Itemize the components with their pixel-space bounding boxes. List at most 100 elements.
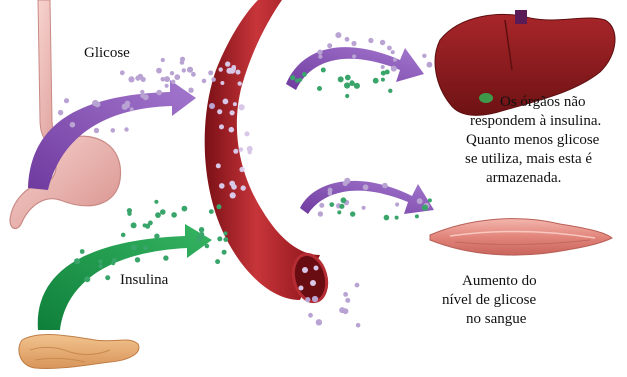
insulin-particle	[182, 206, 188, 212]
glucose-particle	[219, 183, 225, 189]
organs-note-line: armazenada.	[486, 169, 627, 188]
insulin-particle	[415, 214, 419, 218]
glucose-particle	[305, 297, 310, 302]
insulin-particle	[428, 198, 432, 202]
insulin-particle	[339, 204, 344, 209]
blood-glucose-note: Aumento do nível de glicose no sangue	[440, 272, 580, 329]
glucose-particle	[239, 167, 244, 172]
insulin-particle	[345, 75, 351, 81]
glucose-particle	[161, 58, 165, 62]
glucose-particle	[236, 70, 241, 75]
glucose-particle	[187, 67, 193, 73]
insulin-label: Insulina	[120, 271, 168, 290]
glucose-particle	[58, 110, 63, 115]
glucose-particle	[143, 94, 149, 100]
insulin-particle	[223, 237, 228, 242]
glucose-particle	[345, 37, 350, 42]
glucose-particle	[130, 107, 134, 111]
insulin-particle	[74, 258, 80, 264]
glucose-particle	[422, 54, 426, 58]
insulin-particle	[302, 72, 307, 77]
insulin-particle	[385, 70, 390, 75]
glucose-particle	[156, 90, 162, 96]
glucose-particle	[351, 41, 356, 46]
glucose-particle	[248, 150, 252, 154]
glucose-particle	[241, 185, 246, 190]
glucose-particle	[111, 128, 116, 133]
glucose-particle	[124, 104, 128, 108]
glucose-particle	[391, 50, 395, 54]
glucose-particle	[64, 98, 69, 103]
insulin-particle	[345, 94, 349, 98]
glucose-particle	[317, 50, 322, 55]
insulin-particle	[395, 216, 399, 220]
glucose-particle	[381, 65, 385, 69]
glucose-particle	[208, 70, 213, 75]
insulin-particle	[105, 275, 110, 280]
glucose-particle	[417, 198, 423, 204]
insulin-particle	[321, 68, 326, 73]
insulin-particle	[224, 231, 228, 235]
glucose-particle	[171, 80, 175, 84]
insulin-particle	[290, 75, 295, 80]
blood-note-line: nível de glicose	[442, 291, 582, 310]
glucose-particle	[217, 109, 222, 114]
glucose-particle	[335, 32, 341, 38]
insulin-particle	[143, 246, 148, 251]
insulin-particle	[373, 78, 379, 84]
glucose-particle	[362, 206, 366, 210]
insulin-particle	[215, 259, 220, 264]
insulin-particle	[384, 215, 390, 221]
insulin-particle	[131, 244, 137, 250]
glucose-particle	[344, 178, 350, 184]
glucose-particle	[120, 70, 125, 75]
glucose-particle	[229, 127, 235, 133]
glucose-particle	[128, 76, 134, 82]
glucose-particle	[94, 128, 99, 133]
organs-note-line: Os órgãos não	[470, 93, 625, 112]
insulin-particle	[143, 223, 147, 227]
glucose-particle	[393, 58, 397, 62]
insulin-particle	[84, 276, 90, 282]
glucose-particle	[202, 79, 207, 84]
glucose-particle	[355, 283, 360, 288]
blood-note-line: no sangue	[466, 310, 606, 329]
insulin-particle	[171, 212, 177, 218]
insulin-particle	[127, 212, 131, 216]
glucose-particle	[182, 68, 186, 72]
insulin-particle	[163, 255, 168, 260]
insulin-particle	[99, 264, 103, 268]
glucose-particle	[368, 38, 373, 43]
organs-note: Os órgãos não respondem à insulina. Quan…	[470, 93, 625, 188]
glucose-particle	[230, 110, 235, 115]
glucose-particle	[209, 103, 215, 109]
glucose-particle	[223, 99, 229, 105]
insulin-particle	[131, 222, 137, 228]
glucose-particle	[380, 40, 385, 45]
insulin-particle	[349, 81, 354, 86]
glucose-particle	[188, 88, 193, 93]
insulin-particle	[341, 197, 347, 203]
insulin-particle	[388, 89, 392, 93]
glucose-particle	[328, 191, 333, 196]
glucose-particle	[174, 74, 180, 80]
glucose-particle	[170, 71, 174, 75]
insulin-particle	[199, 232, 204, 237]
glucose-particle	[180, 60, 185, 65]
glucose-particle	[245, 131, 250, 136]
glucose-particle	[95, 101, 101, 107]
glucose-particle	[356, 323, 361, 328]
glucose-particle	[363, 184, 369, 190]
glucose-particle	[327, 43, 332, 48]
organs-note-line: Quanto menos glicose	[466, 131, 621, 150]
insulin-particle	[217, 236, 222, 241]
glucose-particle	[229, 67, 235, 73]
insulin-particle	[154, 200, 158, 204]
glucose-particle	[387, 46, 392, 51]
glucose-particle	[239, 104, 245, 110]
glucose-particle	[318, 55, 322, 59]
insulin-particle	[98, 259, 102, 263]
glucose-particle	[219, 67, 223, 71]
glucose-particle	[238, 81, 242, 85]
glucose-particle	[191, 72, 196, 77]
